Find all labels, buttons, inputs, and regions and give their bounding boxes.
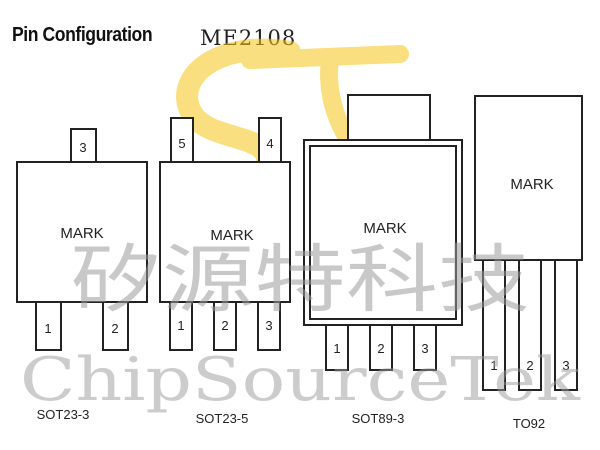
pin-1-lead bbox=[482, 259, 506, 391]
pin-3-lead bbox=[70, 128, 97, 164]
watermark-chinese: 矽源特科技 bbox=[70, 237, 530, 323]
page-title: Pin Configuration bbox=[12, 24, 153, 46]
pin-label: 3 bbox=[79, 140, 86, 155]
mark-label: MARK bbox=[363, 220, 406, 237]
package-sot89-3 bbox=[303, 94, 463, 371]
mark-label: MARK bbox=[510, 176, 553, 193]
pin-label: 3 bbox=[265, 318, 272, 333]
pin-label: 3 bbox=[562, 358, 569, 373]
pin-label: 2 bbox=[377, 341, 384, 356]
pin-2-lead bbox=[518, 259, 542, 391]
package-sot23-3 bbox=[16, 128, 148, 351]
pin-label: 1 bbox=[490, 358, 497, 373]
pin-label: 1 bbox=[333, 341, 340, 356]
pin-label: 3 bbox=[421, 341, 428, 356]
pin-label: 2 bbox=[221, 318, 228, 333]
pin-label: 2 bbox=[526, 358, 533, 373]
pin-1-lead bbox=[35, 301, 62, 351]
package-body bbox=[16, 161, 148, 303]
pin-label: 4 bbox=[266, 136, 273, 151]
pin-3-lead bbox=[413, 324, 437, 371]
package-name: SOT23-5 bbox=[196, 411, 249, 426]
package-body bbox=[474, 95, 583, 261]
package-name: SOT23-3 bbox=[37, 407, 90, 422]
pin-2-lead bbox=[369, 324, 393, 371]
pin-label: 1 bbox=[177, 318, 184, 333]
pin-label: 2 bbox=[111, 321, 118, 336]
pin-2-lead bbox=[102, 301, 129, 351]
pin-1-lead bbox=[325, 324, 349, 371]
watermark-english: ChipSourceTek bbox=[20, 345, 581, 415]
pin-label: 5 bbox=[178, 136, 185, 151]
pin-label: 1 bbox=[44, 321, 51, 336]
package-sot23-5 bbox=[159, 117, 291, 351]
pin-1-lead bbox=[169, 301, 193, 351]
mark-label: MARK bbox=[60, 225, 103, 242]
package-name: SOT89-3 bbox=[352, 411, 405, 426]
tab-lead bbox=[347, 94, 431, 146]
package-body-inner bbox=[309, 145, 457, 320]
package-to92 bbox=[474, 95, 583, 391]
pin-2-lead bbox=[213, 301, 237, 351]
package-name: TO92 bbox=[513, 416, 545, 431]
pin-3-lead bbox=[554, 259, 578, 391]
mark-label: MARK bbox=[210, 227, 253, 244]
package-body bbox=[159, 161, 291, 303]
pin-3-lead bbox=[257, 301, 281, 351]
